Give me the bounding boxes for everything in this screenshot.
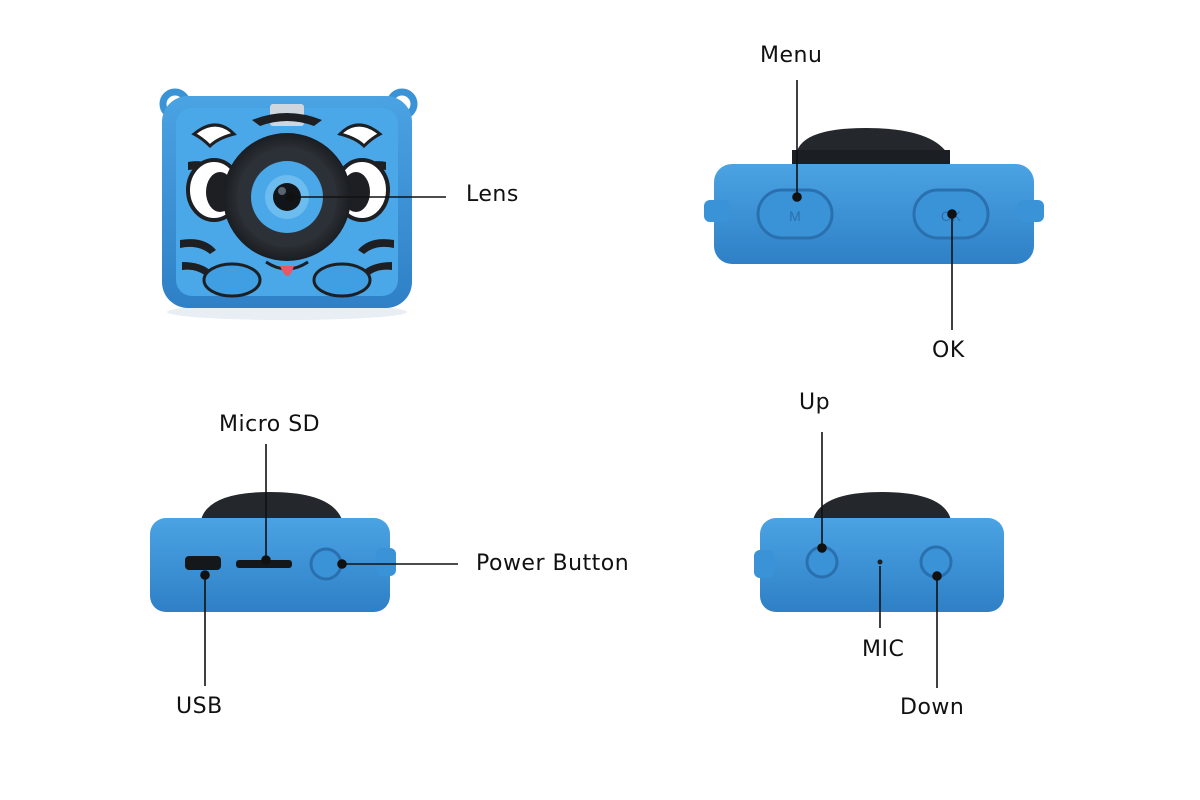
camera-front-view — [159, 88, 418, 320]
label-menu: Menu — [760, 43, 823, 68]
camera-side-view-right — [754, 492, 1004, 612]
camera-top-view: M OK — [704, 128, 1044, 264]
label-mic: MIC — [862, 637, 905, 662]
label-micro-sd: Micro SD — [219, 412, 321, 437]
label-ok: OK — [932, 338, 965, 363]
leader-lines — [200, 80, 957, 688]
label-usb: USB — [176, 694, 223, 719]
label-lens: Lens — [466, 182, 519, 207]
camera-side-view-left — [150, 492, 396, 612]
label-down: Down — [900, 695, 965, 720]
label-up: Up — [799, 390, 831, 415]
menu-button-mark: M — [789, 208, 801, 224]
label-power-button: Power Button — [476, 551, 630, 576]
